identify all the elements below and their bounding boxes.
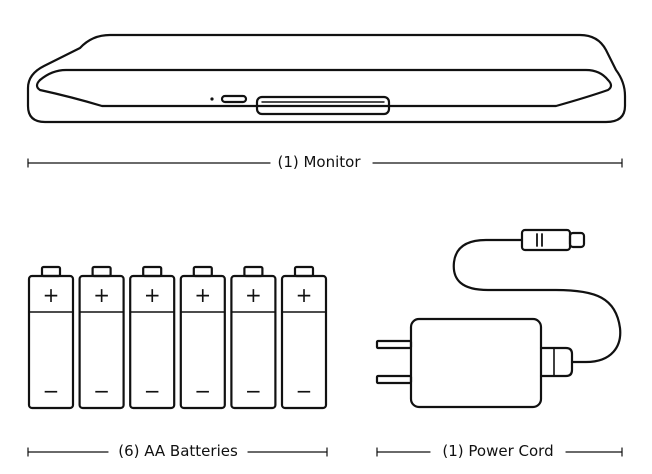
- monitor-body: [26, 33, 627, 124]
- battery: +−: [230, 265, 277, 410]
- monitor-screen-edge: [38, 68, 610, 82]
- batteries-dimension-line: [27, 447, 328, 457]
- adapter-prong-bottom: [375, 374, 413, 385]
- power-cord-dimension-line: [376, 447, 623, 457]
- battery-terminal: [293, 265, 315, 278]
- battery-positive-symbol: +: [43, 283, 60, 307]
- battery: +−: [78, 265, 125, 410]
- power-cable: [452, 238, 622, 364]
- monitor-label: (1) Monitor: [271, 153, 367, 171]
- battery: +−: [27, 265, 75, 410]
- battery-negative-symbol: −: [194, 379, 211, 403]
- adapter-prong-top: [375, 339, 413, 350]
- power-cord-label: (1) Power Cord: [436, 442, 560, 460]
- power-adapter-illustration: [375, 228, 622, 409]
- battery: +−: [280, 265, 328, 410]
- battery-negative-symbol: −: [245, 379, 262, 403]
- battery: +−: [179, 265, 226, 410]
- battery-negative-symbol: −: [296, 379, 313, 403]
- battery-terminal: [40, 265, 62, 278]
- batteries-label: (6) AA Batteries: [112, 442, 244, 460]
- battery-positive-symbol: +: [194, 283, 211, 307]
- battery-body: [230, 274, 277, 410]
- battery-positive-symbol: +: [245, 283, 262, 307]
- monitor-button: [220, 94, 248, 104]
- batteries-illustration: +−+−+−+−+−+−: [27, 265, 328, 410]
- monitor-port: [255, 95, 391, 116]
- cable-plug-housing: [520, 228, 572, 252]
- battery-negative-symbol: −: [93, 379, 110, 403]
- battery-body: [129, 274, 176, 410]
- monitor-front-face: [35, 78, 613, 108]
- battery-positive-symbol: +: [296, 283, 313, 307]
- monitor-dimension-line: [27, 158, 623, 168]
- battery-negative-symbol: −: [43, 379, 60, 403]
- battery-terminal: [192, 265, 213, 278]
- adapter-strain-relief: [539, 346, 574, 378]
- battery-positive-symbol: +: [93, 283, 110, 307]
- power-led-icon: [210, 97, 214, 101]
- battery-positive-symbol: +: [144, 283, 161, 307]
- adapter-body: [409, 317, 543, 409]
- battery-body: [27, 274, 75, 410]
- usb-c-connector-icon: [568, 231, 586, 249]
- battery: +−: [129, 265, 176, 410]
- battery-body: [78, 274, 125, 410]
- battery-body: [179, 274, 226, 410]
- battery-body: [280, 274, 328, 410]
- battery-terminal: [142, 265, 163, 278]
- battery-negative-symbol: −: [144, 379, 161, 403]
- battery-terminal: [243, 265, 264, 278]
- monitor-illustration: [26, 33, 627, 124]
- battery-terminal: [91, 265, 112, 278]
